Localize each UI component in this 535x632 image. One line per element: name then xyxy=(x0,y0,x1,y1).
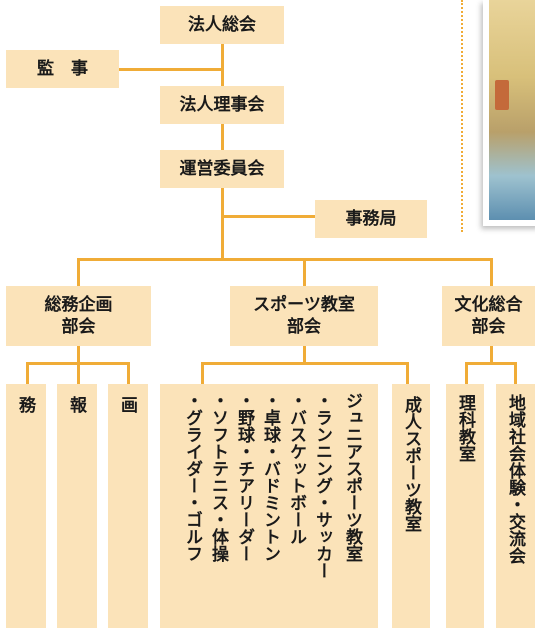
sports-junior-title: ジュニアスポーツ教室 xyxy=(342,392,362,562)
dept-culture-label: 文化総合 部会 xyxy=(454,294,523,337)
general-item-finance: 財 務 xyxy=(6,384,75,628)
sports-junior-item-6: ・グライダー・ゴルフ xyxy=(182,392,202,562)
dept-sports-box: スポーツ教室 部会 xyxy=(230,286,378,346)
sports-adult-label: 成人スポーツ教室 xyxy=(401,396,421,532)
secretariat-box: 事務局 xyxy=(315,200,427,238)
connector-dept-general xyxy=(77,258,80,286)
connector-dept-bar xyxy=(77,258,492,261)
connector-culture-2 xyxy=(514,362,517,384)
connector-sports-down xyxy=(303,346,306,364)
general-assembly-box: 法人総会 xyxy=(160,6,284,44)
auditor-label: 監 事 xyxy=(37,58,88,79)
sports-junior-item-1: ・ランニング・サッカー xyxy=(312,392,332,579)
secretariat-label: 事務局 xyxy=(345,208,397,229)
steering-label: 運営委員会 xyxy=(179,158,265,179)
connector-general-1 xyxy=(26,362,29,384)
connector-secretariat xyxy=(222,215,315,218)
general-item-pr: 広 報 xyxy=(57,384,126,628)
dotted-divider xyxy=(461,0,463,232)
board-label: 法人理事会 xyxy=(179,94,265,115)
connector-dept-culture xyxy=(490,258,493,286)
connector-auditor xyxy=(119,68,222,71)
culture-item-science-label: 理科教室 xyxy=(455,394,475,462)
connector-culture-bar xyxy=(465,362,517,365)
auditor-box: 監 事 xyxy=(6,50,119,88)
general-item-planning: 企 画 xyxy=(108,384,177,628)
dept-sports-label: スポーツ教室 部会 xyxy=(253,294,355,337)
board-box: 法人理事会 xyxy=(160,86,284,124)
culture-item-community-label: 地域社会体験・交流会 xyxy=(505,394,525,564)
connector-culture-1 xyxy=(465,362,468,384)
general-assembly-label: 法人総会 xyxy=(188,14,256,35)
steering-box: 運営委員会 xyxy=(160,150,284,188)
dept-general-box: 総務企画 部会 xyxy=(6,286,151,346)
connector-sports-adult xyxy=(406,362,409,384)
sports-junior-item-5: ・ソフトテニス・体操 xyxy=(208,392,228,562)
culture-item-community: 地域社会体験・交流会 xyxy=(496,384,535,628)
connector-trunk xyxy=(221,44,224,216)
sports-junior-item-2: ・バスケットボール xyxy=(286,392,306,545)
sports-junior-item-4: ・野球・チアリーダー xyxy=(234,392,254,562)
connector-general-2 xyxy=(77,362,80,384)
connector-trunk-lower xyxy=(221,215,224,260)
connector-sports-bar xyxy=(201,362,409,365)
connector-general-3 xyxy=(127,362,130,384)
dept-general-label: 総務企画 部会 xyxy=(44,294,113,337)
photo-image xyxy=(483,0,535,226)
culture-item-science: 理科教室 xyxy=(446,384,484,628)
connector-sports-junior xyxy=(201,362,204,384)
connector-dept-sports xyxy=(303,258,306,286)
sports-junior-box: ジュニアスポーツ教室 ・ランニング・サッカー ・バスケットボール ・卓球・バドミ… xyxy=(160,384,378,628)
connector-culture-down xyxy=(490,346,493,364)
connector-general-down xyxy=(77,346,80,364)
sports-junior-item-3: ・卓球・バドミントン xyxy=(260,392,280,562)
dept-culture-box: 文化総合 部会 xyxy=(442,286,535,346)
sports-adult-box: 成人スポーツ教室 xyxy=(392,384,430,628)
photo-detail xyxy=(495,80,509,110)
